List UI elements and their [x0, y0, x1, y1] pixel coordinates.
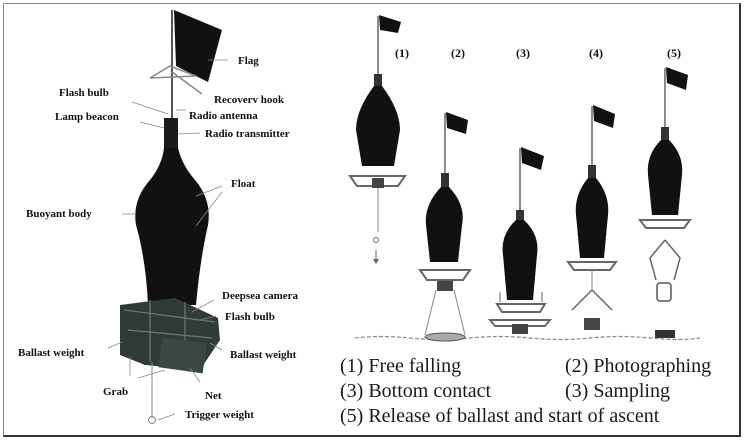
- label-radio-antenna: Radio antenna: [189, 110, 258, 122]
- stage-label-2: (2): [451, 46, 465, 60]
- flag-shape: [174, 10, 222, 82]
- recovery-hook-shape: [149, 65, 203, 95]
- caption-bottom-contact: (3) Bottom contact: [340, 380, 492, 402]
- label-net: Net: [205, 390, 222, 402]
- stage-label-4: (4): [589, 46, 603, 60]
- label-ballast-weight-right: Ballast weight: [230, 349, 297, 361]
- stage-label-5: (5): [667, 46, 681, 60]
- figure-frame: [3, 3, 741, 437]
- stage-label-3: (3): [516, 46, 530, 60]
- label-buoyant-body: Buoyant body: [26, 208, 92, 220]
- label-ballast-weight-left: Ballast weight: [18, 347, 85, 359]
- label-radio-transmitter: Radio transmitter: [205, 128, 290, 140]
- label-flash-bulb-top: Flash bulb: [59, 87, 109, 99]
- stage-4-apparatus: [566, 105, 618, 330]
- stage-3-apparatus: [487, 147, 553, 334]
- label-recovery-hook: Recoverv hook: [214, 94, 284, 106]
- buoyant-body-shape: [135, 148, 209, 305]
- label-trigger-weight: Trigger weight: [185, 409, 254, 421]
- label-flag: Flag: [238, 55, 259, 67]
- label-grab: Grab: [103, 386, 129, 398]
- label-deepsea-camera: Deepsea camera: [222, 290, 299, 302]
- transmitter-neck: [164, 118, 178, 148]
- caption-release-ascent: (5) Release of ballast and start of asce…: [340, 405, 660, 427]
- stage-label-1: (1): [395, 46, 409, 60]
- stage-2-apparatus: [418, 112, 472, 342]
- trigger-weight-shape: [148, 416, 156, 424]
- seabed-line: [354, 335, 701, 341]
- label-flash-bulb-bottom: Flash bulb: [225, 311, 275, 323]
- caption-photographing: (2) Photographing: [565, 355, 712, 377]
- label-float: Float: [231, 178, 256, 190]
- label-lamp-beacon: Lamp beacon: [55, 111, 119, 123]
- stage-5-apparatus: [638, 67, 692, 338]
- net-box: [158, 337, 207, 374]
- caption-free-falling: (1) Free falling: [340, 355, 462, 377]
- stage-1-apparatus: [348, 15, 407, 264]
- caption-sampling: (3) Sampling: [565, 380, 670, 402]
